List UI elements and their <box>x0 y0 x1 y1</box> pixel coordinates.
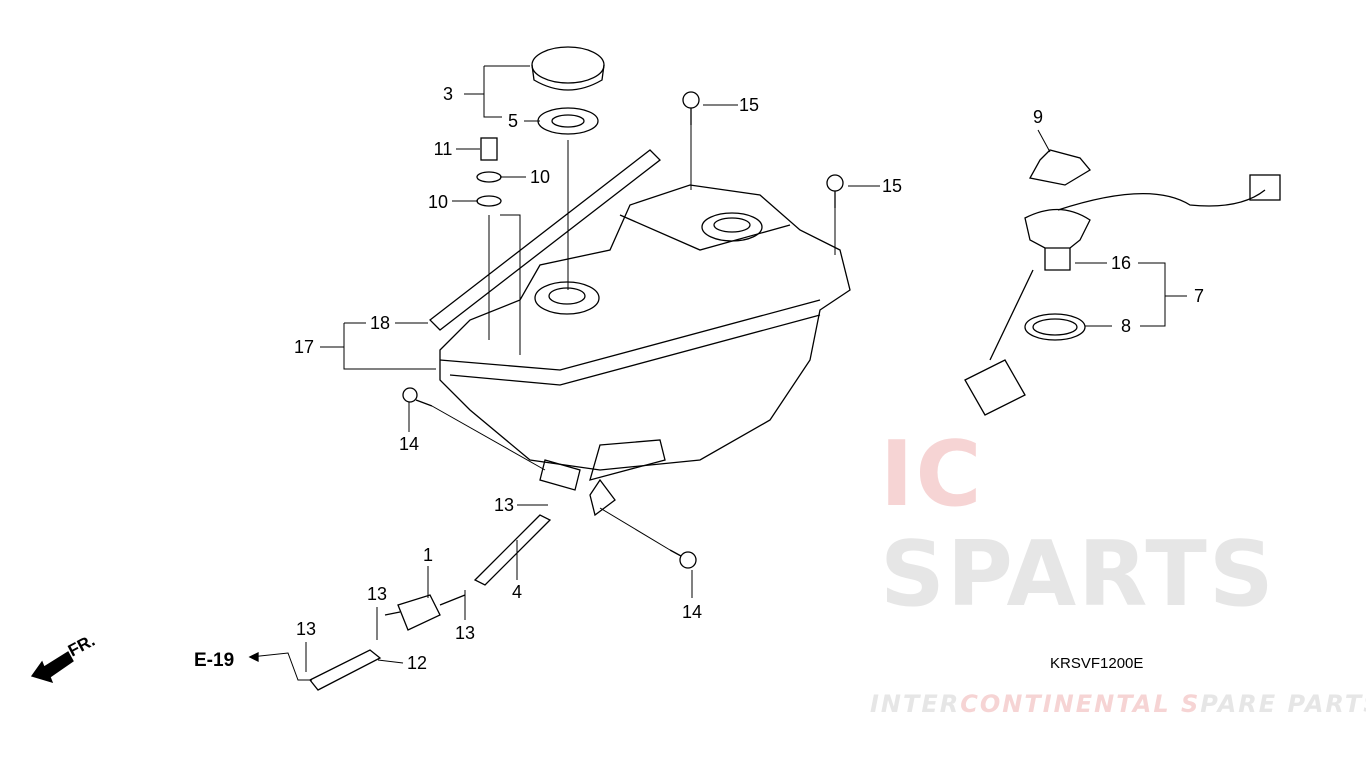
callout-13: 13 <box>454 623 476 643</box>
reference-link[interactable]: E-19 <box>194 650 235 671</box>
watermark-logo-gray: SPARTS <box>880 522 1276 627</box>
diagram-code: KRSVF1200E <box>1050 655 1144 672</box>
watermark-logo-red: IC <box>880 422 984 527</box>
filler-cap <box>531 46 605 84</box>
callout-10: 10 <box>529 167 551 187</box>
fuel-hose <box>473 514 552 586</box>
callout-14: 14 <box>681 602 703 622</box>
callout-16: 16 <box>1110 253 1132 273</box>
callout-7: 7 <box>1193 286 1205 306</box>
callout-15: 15 <box>881 176 903 196</box>
fuel-pump <box>1024 208 1091 249</box>
callout-13: 13 <box>366 584 388 604</box>
callout-1: 1 <box>422 545 434 565</box>
fuel-filter <box>397 594 441 631</box>
callout-10: 10 <box>427 192 449 212</box>
callout-14: 14 <box>398 434 420 454</box>
callout-9: 9 <box>1032 107 1044 127</box>
callout-11: 11 <box>433 139 453 159</box>
callout-4: 4 <box>511 582 523 602</box>
callout-13: 13 <box>493 495 515 515</box>
cap-gasket <box>537 107 599 135</box>
callout-3: 3 <box>442 84 454 104</box>
callout-15: 15 <box>738 95 760 115</box>
seal-strip <box>429 149 661 331</box>
fuel-tank <box>439 184 851 471</box>
callout-8: 8 <box>1120 316 1132 336</box>
float <box>964 359 1026 416</box>
front-arrow-icon <box>30 651 74 684</box>
callout-5: 5 <box>507 111 519 131</box>
short-hose <box>308 649 382 691</box>
callout-13: 13 <box>295 619 317 639</box>
callout-12: 12 <box>406 653 428 673</box>
callout-17: 17 <box>293 337 315 357</box>
watermark-tagline: INTERCONTINENTAL SPARE PARTS <box>870 690 1366 718</box>
callout-18: 18 <box>369 313 391 333</box>
